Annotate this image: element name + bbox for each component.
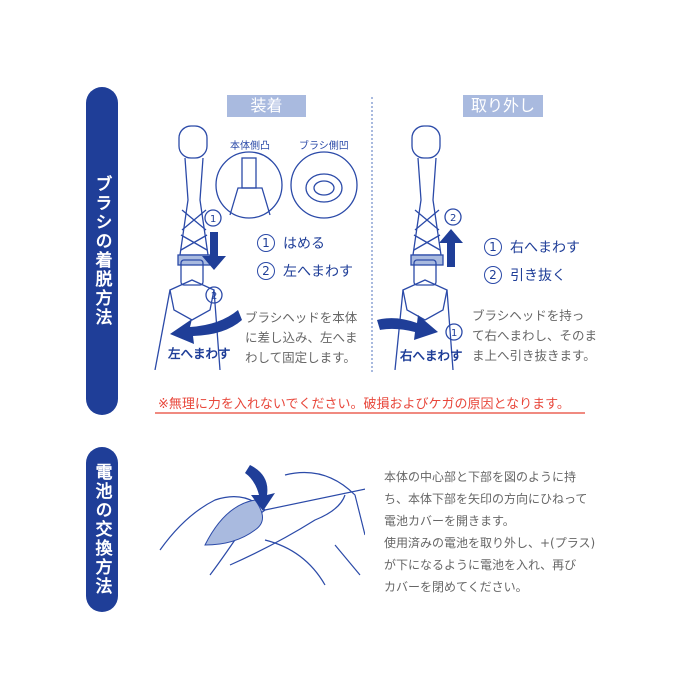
attach-description: ブラシヘッドを本体 に差し込み、左へま わして固定します。 [245, 310, 358, 365]
detach-illustration: 21 [377, 125, 463, 370]
detach-step-2: 2 引き抜く [484, 265, 566, 285]
brush-side-label: ブラシ側凹 [299, 141, 349, 152]
step-label: 左へまわす [283, 264, 353, 280]
divider [371, 97, 373, 372]
arrow-left-icon [170, 310, 242, 344]
detach-description: ブラシヘッドを持っ て右へまわし、そのま ま上へ引き抜きます。 [472, 308, 598, 363]
body-side-label: 本体側凸 [230, 141, 270, 152]
detach-header: 取り外し [463, 95, 543, 117]
step-number: 2 [484, 266, 502, 284]
detach-arrow-label: 右へまわす [400, 348, 463, 363]
svg-text:2: 2 [211, 291, 217, 302]
arrow-down-icon [202, 232, 226, 270]
step-label: はめる [283, 236, 325, 252]
step-number: 1 [257, 234, 275, 252]
warning-text: ※無理に力を入れないでください。破損およびケガの原因となります。 [158, 397, 570, 412]
svg-text:1: 1 [210, 214, 216, 225]
attach-illustration: 12 [154, 125, 358, 370]
attach-step-2: 2 左へまわす [257, 261, 353, 281]
attach-header: 装着 [227, 95, 306, 117]
twist-arrow-icon [245, 465, 275, 511]
step-label: 右へまわす [510, 240, 580, 256]
step-number: 2 [257, 262, 275, 280]
step-number: 1 [484, 238, 502, 256]
detach-step-1: 1 右へまわす [484, 237, 580, 257]
step-label: 引き抜く [510, 268, 566, 284]
battery-description: 本体の中心部と下部を図のように持 ち、本体下部を矢印の方向にひねって 電池カバー… [384, 470, 596, 594]
section-title-text: ブラシの着脱方法 [91, 175, 112, 327]
svg-text:2: 2 [450, 213, 456, 224]
section-title-text: 電池の交換方法 [91, 463, 112, 596]
battery-hands-illustration [159, 465, 365, 586]
body-side-detail [215, 151, 283, 219]
section-title-brush: ブラシの着脱方法 [86, 87, 118, 415]
arrow-right-icon [377, 315, 438, 340]
section-title-battery: 電池の交換方法 [86, 447, 118, 612]
svg-text:1: 1 [451, 328, 457, 339]
arrow-up-icon [439, 229, 463, 267]
attach-step-1: 1 はめる [257, 233, 325, 253]
warning-underline [155, 412, 585, 414]
brush-side-detail [290, 151, 358, 219]
brush-head-icon [178, 125, 208, 159]
battery-cover [204, 499, 263, 546]
attach-arrow-label: 左へまわす [168, 346, 231, 361]
